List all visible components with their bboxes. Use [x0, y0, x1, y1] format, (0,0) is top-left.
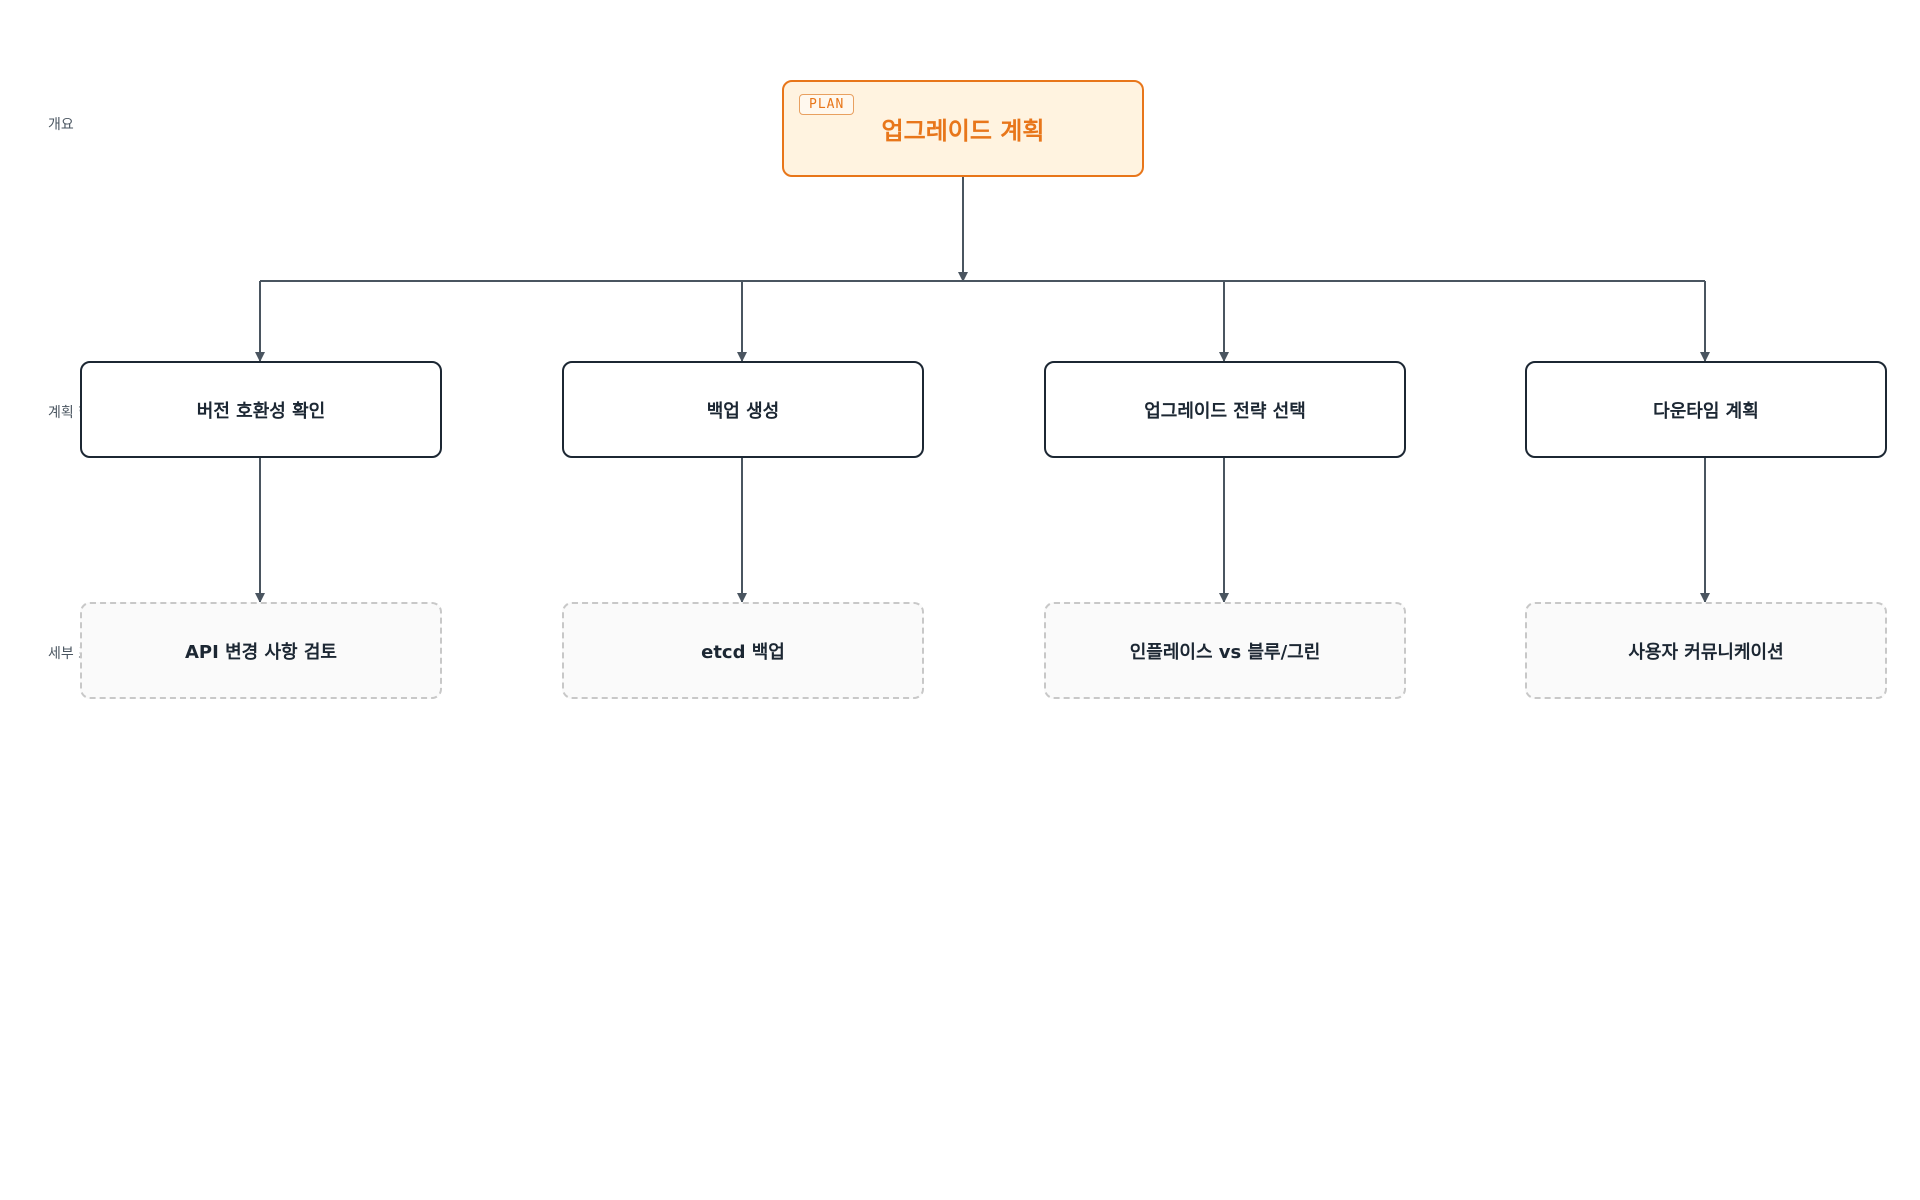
plan-item-strategy[interactable]: 업그레이드 전략 선택 [1044, 361, 1406, 458]
plan-item-label: 버전 호환성 확인 [196, 400, 326, 422]
detail-node-label: 사용자 커뮤니케이션 [1628, 641, 1784, 663]
plan-item-backup[interactable]: 백업 생성 [562, 361, 924, 458]
detail-node-label: 인플레이스 vs 블루/그린 [1129, 641, 1321, 663]
detail-node-user-communication[interactable]: 사용자 커뮤니케이션 [1525, 602, 1887, 699]
detail-node-strategy-choice[interactable]: 인플레이스 vs 블루/그린 [1044, 602, 1406, 699]
detail-node-label: etcd 백업 [701, 641, 785, 663]
plan-item-downtime[interactable]: 다운타임 계획 [1525, 361, 1887, 458]
plan-item-label: 다운타임 계획 [1653, 400, 1759, 422]
plan-badge: PLAN [799, 94, 855, 115]
lane-label-overview: 개요 [48, 117, 74, 133]
root-node[interactable]: PLAN 업그레이드 계획 [782, 80, 1144, 177]
root-node-title: 업그레이드 계획 [881, 117, 1045, 145]
detail-node-api-review[interactable]: API 변경 사항 검토 [80, 602, 442, 699]
plan-item-label: 백업 생성 [706, 400, 780, 422]
plan-item-version-compat[interactable]: 버전 호환성 확인 [80, 361, 442, 458]
detail-node-label: API 변경 사항 검토 [185, 641, 337, 663]
plan-item-label: 업그레이드 전략 선택 [1144, 400, 1306, 422]
detail-node-etcd-backup[interactable]: etcd 백업 [562, 602, 924, 699]
